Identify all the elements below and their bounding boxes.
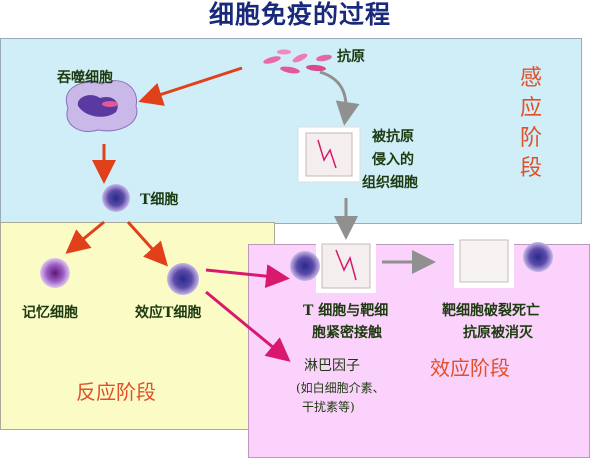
arrow-effector-to-lymphokine [205, 290, 291, 362]
label-contact-line1: T 细胞与靶细 [303, 303, 389, 319]
t-cell-target-contact-icon [290, 238, 376, 293]
label-invaded-line3: 组织细胞 [362, 175, 418, 191]
memory-cell-icon [40, 258, 70, 288]
label-effector-t-cell: 效应T细胞 [135, 305, 202, 321]
arrow-tcell-to-memory [65, 220, 105, 254]
label-memory-cell: 记忆细胞 [22, 305, 78, 321]
page-title: 细胞免疫的过程 [208, 0, 391, 29]
label-lymphokine: 淋巴因子 [304, 358, 360, 374]
arrow-effector-to-contact [205, 264, 290, 289]
antigen-icon [263, 49, 332, 74]
stage-label-effector: 效应阶段 [430, 356, 510, 380]
label-antigen: 抗原 [337, 49, 365, 65]
label-phagocyte: 吞噬细胞 [57, 70, 113, 86]
label-invaded-line2: 侵入的 [372, 152, 414, 168]
phagocyte-icon [65, 80, 138, 132]
invaded-tissue-cell-icon [297, 126, 361, 183]
label-invaded-line1: 被抗原 [372, 129, 414, 145]
lysed-target-cell-icon [454, 234, 553, 288]
arrow-antigen-to-tissue [319, 70, 360, 126]
label-lymphokine-note2: 干扰素等) [302, 400, 355, 414]
label-t-cell: T细胞 [140, 192, 179, 208]
arrow-tcell-to-effector [126, 220, 169, 267]
stage-label-sensing: 感应阶段 [520, 66, 543, 181]
reaction-stage-panel [0, 222, 275, 430]
label-lymphokine-note1: (如白细胞介素、 [296, 381, 385, 395]
label-lysis-line2: 抗原被消灭 [463, 325, 533, 341]
effector-t-cell-icon [167, 263, 199, 295]
label-contact-line2: 胞紧密接触 [312, 325, 382, 341]
arrow-antigen-to-phagocyte [138, 66, 243, 106]
t-cell-icon [102, 184, 130, 212]
label-lysis-line1: 靶细胞破裂死亡 [442, 303, 540, 319]
stage-label-reaction: 反应阶段 [76, 380, 156, 404]
